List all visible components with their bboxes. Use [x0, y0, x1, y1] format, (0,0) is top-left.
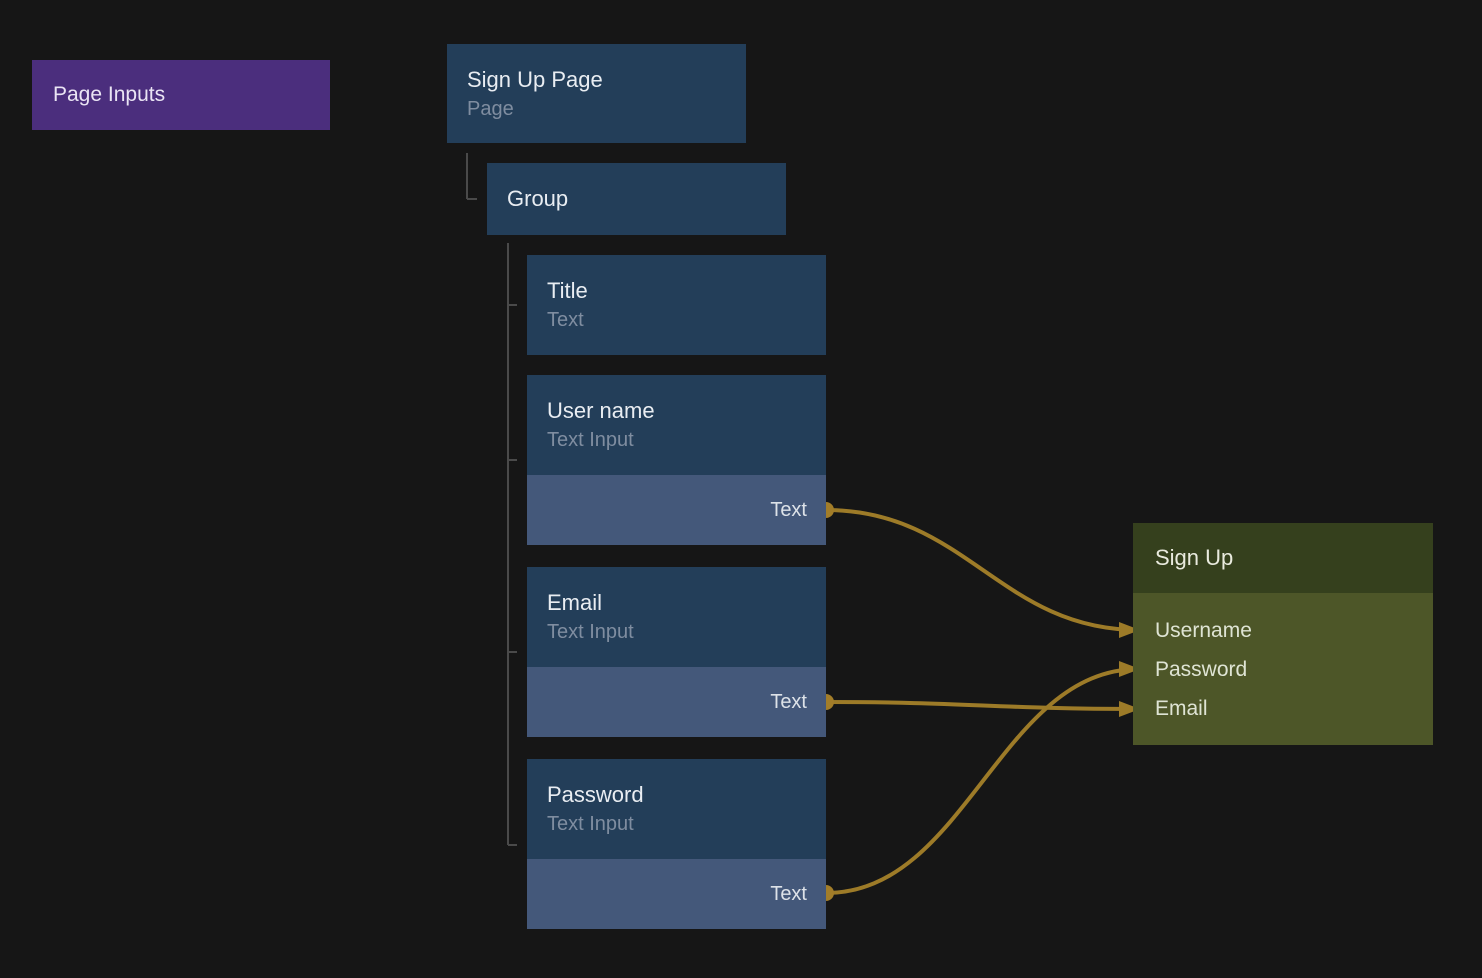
node-sign-up-page[interactable]: Sign Up Page Page — [447, 44, 746, 143]
node-title: User name — [547, 398, 655, 423]
node-type-label: Text Input — [547, 621, 634, 643]
sign-up-node-title: Sign Up — [1155, 545, 1234, 570]
wire-username-text-to-signup-username[interactable] — [825, 508, 1140, 638]
node-type-label: Text — [547, 309, 584, 331]
node-type-label: Text Input — [547, 429, 634, 451]
node-title: Title — [547, 278, 588, 303]
node-user-name-output-row[interactable]: Text — [527, 475, 826, 545]
output-port-label: Text — [770, 882, 807, 905]
node-title: Sign Up Page — [467, 67, 603, 92]
node-password-output-row[interactable]: Text — [527, 859, 826, 929]
input-row-username[interactable]: Username — [1155, 618, 1252, 642]
sign-up-node-header[interactable]: Sign Up — [1133, 523, 1433, 593]
node-email-input[interactable]: Email Text Input — [527, 567, 826, 667]
node-user-name-input[interactable]: User name Text Input — [527, 375, 826, 475]
wire-email-text-to-signup-email[interactable] — [825, 700, 1140, 717]
node-title: Email — [547, 590, 603, 615]
page-inputs-label: Page Inputs — [53, 83, 166, 106]
node-email-output-row[interactable]: Text — [527, 667, 826, 737]
output-port-label: Text — [770, 498, 807, 521]
node-title: Group — [507, 186, 569, 211]
node-password-input[interactable]: Password Text Input — [527, 759, 826, 859]
node-title: Password — [547, 782, 644, 807]
wire-password-text-to-signup-password[interactable] — [825, 661, 1140, 895]
node-group[interactable]: Group — [487, 163, 786, 235]
page-inputs-chip[interactable]: Page Inputs — [32, 60, 330, 130]
node-title-text[interactable]: Title Text — [527, 255, 826, 355]
node-sign-up-action[interactable]: Sign Up Username Password Email — [1133, 523, 1433, 745]
input-row-email[interactable]: Email — [1155, 696, 1208, 720]
node-type-label: Page — [467, 98, 514, 120]
input-row-password[interactable]: Password — [1155, 657, 1248, 681]
node-type-label: Text Input — [547, 813, 634, 835]
tree-guide-lines — [466, 153, 517, 846]
output-port-label: Text — [770, 690, 807, 713]
sign-up-node-body: Username Password Email — [1133, 593, 1433, 728]
